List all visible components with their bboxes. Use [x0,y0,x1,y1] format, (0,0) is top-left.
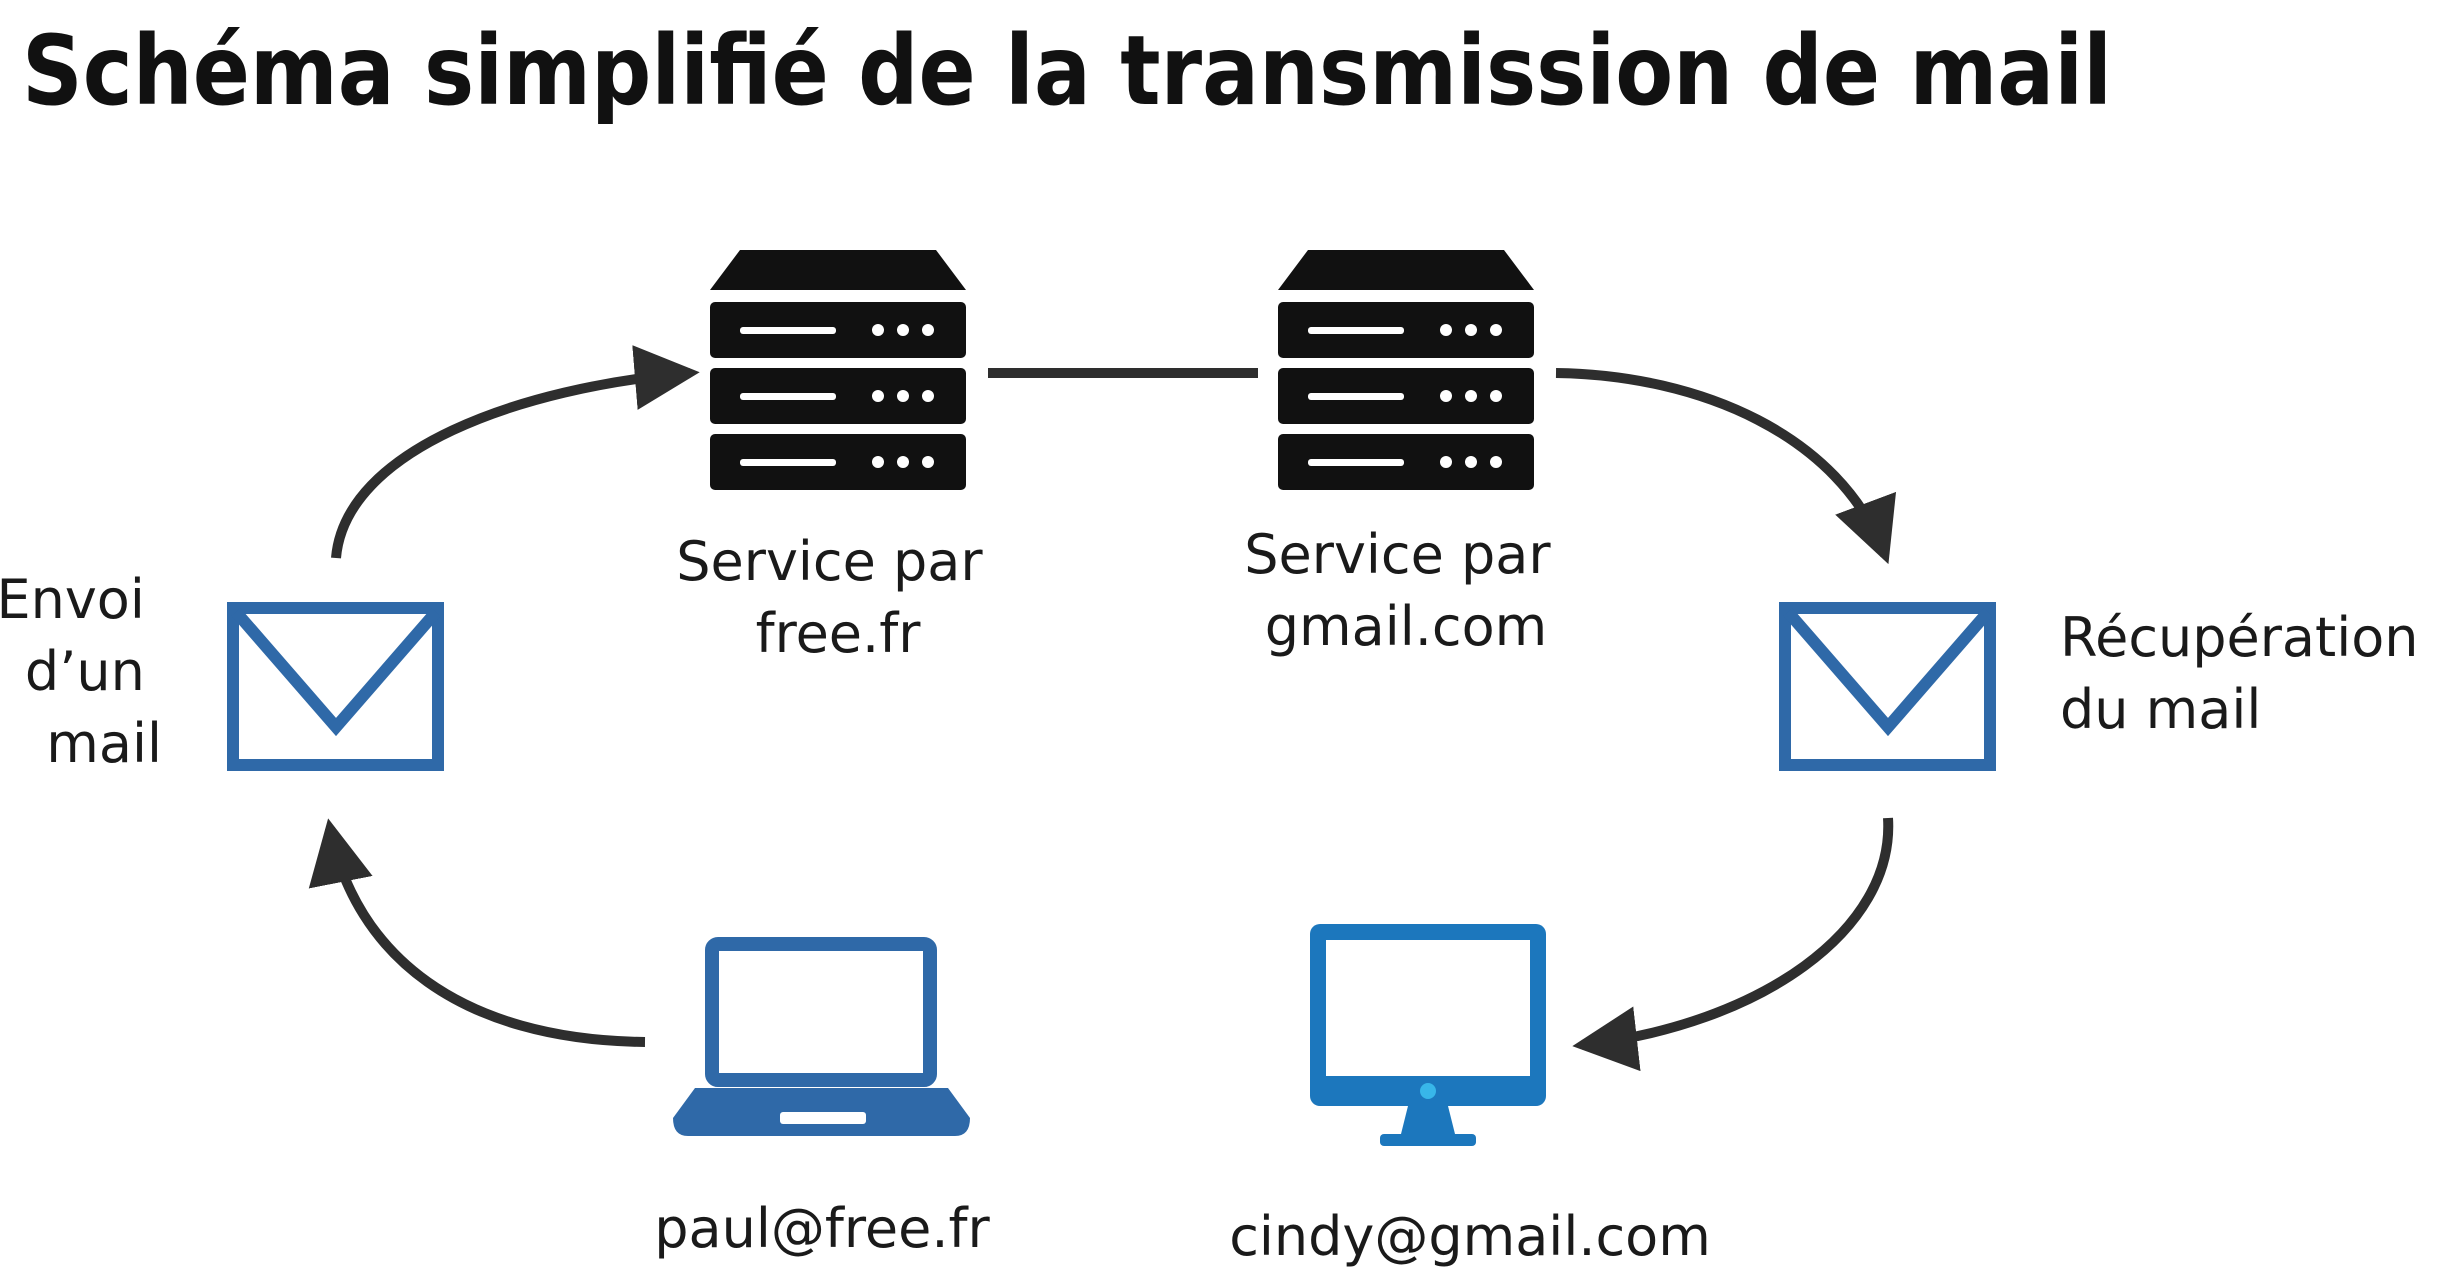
sender-envelope-label: Envoi d’un mail [0,568,162,775]
server-free-icon [710,250,966,490]
arrow-gmail-server-to-envelope [1555,368,1896,565]
desktop-label: cindy@gmail.com [1229,1205,1711,1268]
laptop-label: paul@free.fr [654,1197,990,1260]
arrow-envelope-to-free-server [331,345,700,559]
arrow-envelope-to-desktop [1572,817,1894,1072]
receiver-envelope-label: Récupération du mail [2060,606,2436,741]
arrow-laptop-to-envelope [308,818,646,1047]
receiver-envelope-icon [1779,602,1996,771]
server-gmail-icon [1278,250,1534,490]
desktop-monitor-icon [1310,924,1546,1146]
server-gmail-label: Service par gmail.com [1244,523,1567,658]
server-free-label: Service par free.fr [676,530,999,665]
laptop-icon [673,937,970,1136]
sender-envelope-icon [227,602,444,771]
page-title: Schéma simplifié de la transmission de m… [22,15,2112,127]
